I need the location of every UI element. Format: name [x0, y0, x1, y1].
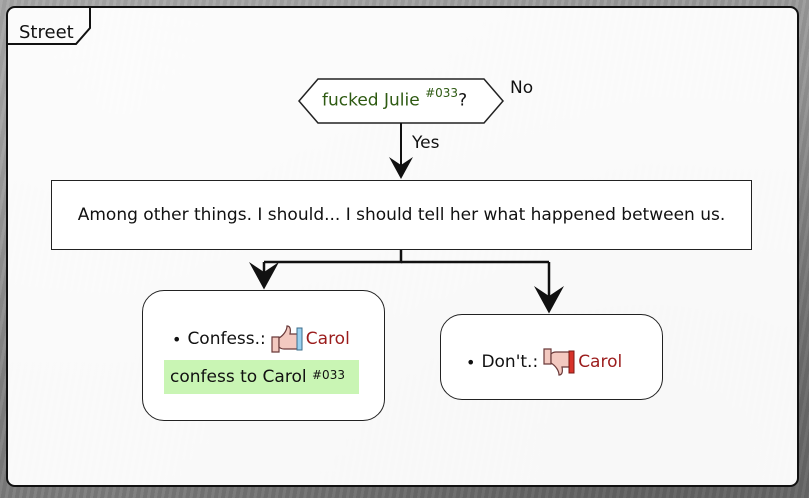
option-confess-line: • Confess.: Carol [172, 324, 350, 354]
swimlane-tab: Street [6, 6, 92, 44]
option-dont-line: • Don't.: Carol [466, 347, 622, 377]
option-dont-label: Don't.: [481, 352, 539, 372]
thumbs-up-icon [271, 325, 303, 353]
effect-text: confess to Carol [170, 367, 307, 387]
bullet: • [466, 352, 476, 372]
statement-box: Among other things. I should... I should… [51, 180, 752, 250]
condition-suffix: ? [458, 90, 468, 111]
option-confess-character: Carol [305, 329, 350, 349]
effect-ref: #033 [312, 368, 345, 382]
option-confess[interactable] [142, 290, 385, 421]
condition-ref: #033 [425, 86, 459, 100]
option-dont-character: Carol [578, 352, 623, 372]
split-connector [264, 250, 403, 264]
swimlane-tab-shape [6, 6, 91, 45]
thumbs-down-icon [543, 348, 575, 376]
decision-condition: fucked Julie #033? [322, 86, 468, 111]
yes-branch-label: Yes [412, 133, 440, 153]
swimlane-label: Street [19, 22, 74, 43]
no-branch-label: No [510, 78, 534, 98]
option-confess-label: Confess.: [187, 329, 266, 349]
bullet: • [172, 329, 182, 349]
decision-diamond [298, 78, 504, 124]
condition-text: fucked Julie [322, 90, 420, 111]
statement-text: Among other things. I should... I should… [77, 205, 726, 225]
option-confess-effect: confess to Carol #033 [164, 360, 359, 394]
